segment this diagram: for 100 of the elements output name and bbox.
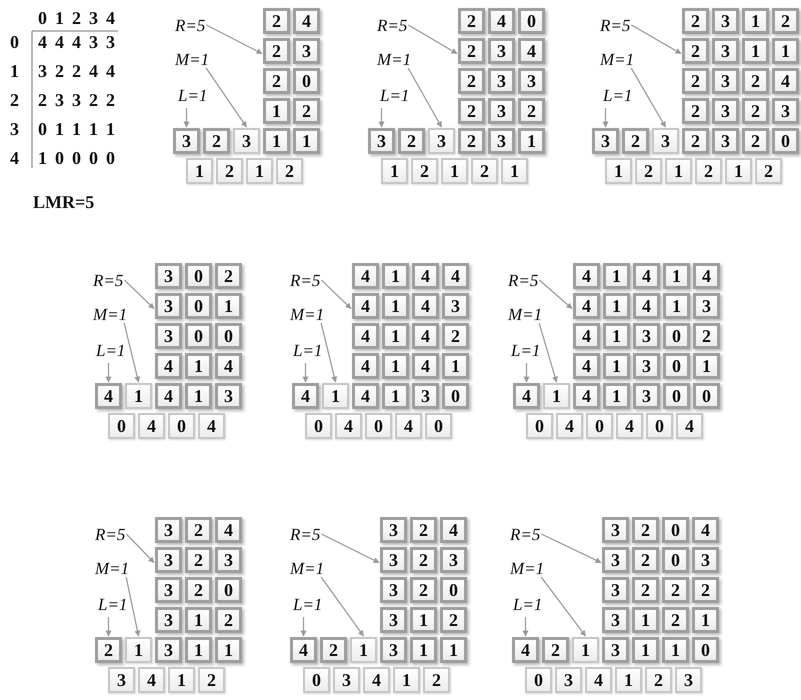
table-value: 2 [55,61,64,81]
number-tile: 4 [352,323,379,349]
number-tile: 4 [412,353,439,379]
number-tile: 2 [185,577,212,603]
number-tile: 2 [398,128,425,154]
number-tile: 3 [215,547,242,573]
arrow [630,68,666,128]
number-tile: 1 [263,128,290,154]
number-tile: 3 [592,128,619,154]
number-tile: 2 [542,637,569,663]
number-tile: 3 [428,128,455,154]
variable-label: R=5 [600,16,630,36]
number-tile: 1 [742,38,769,64]
number-tile: 4 [633,263,660,289]
number-tile: 0 [185,263,212,289]
number-tile: 0 [693,383,720,409]
table-value: 4 [89,61,98,81]
table-value: 2 [89,90,98,110]
number-tile: 4 [412,293,439,319]
number-tile: 2 [682,8,709,34]
number-tile: 1 [603,263,630,289]
variable-label: R=5 [175,16,206,36]
number-tile: 2 [682,68,709,94]
number-tile: 2 [632,517,659,543]
number-tile: 2 [693,323,720,349]
variable-label: M=1 [290,305,324,325]
number-tile: 4 [352,263,379,289]
variable-label: M=1 [377,50,412,70]
number-tile: 1 [293,128,320,154]
number-tile: 1 [772,38,799,64]
number-tile: 3 [442,293,469,319]
row-header: 0 [10,32,19,52]
number-tile: 3 [712,38,739,64]
number-tile: 0 [108,413,135,439]
arrow [124,322,140,383]
number-tile: 0 [293,68,320,94]
variable-label: M=1 [510,559,544,579]
number-tile: 3 [712,8,739,34]
number-tile: 1 [665,158,692,184]
number-tile: 3 [380,637,407,663]
column-header: 0 [38,8,47,28]
number-tile: 4 [335,413,362,439]
arrow [206,24,263,54]
number-tile: 1 [410,607,437,633]
number-tile: 1 [382,293,409,319]
number-tile: 4 [395,413,422,439]
number-tile: 3 [155,637,182,663]
number-tile: 4 [676,413,703,439]
number-tile: 3 [293,38,320,64]
number-tile: 1 [603,353,630,379]
number-tile: 3 [712,128,739,154]
number-tile: 0 [215,577,242,603]
number-tile: 3 [155,263,182,289]
number-tile: 4 [293,8,320,34]
number-tile: 3 [712,68,739,94]
number-tile: 4 [442,263,469,289]
number-tile: 0 [586,413,613,439]
number-tile: 1 [615,667,642,693]
arrow [124,280,154,310]
number-tile: 4 [292,383,319,409]
number-tile: 3 [692,547,719,573]
number-tile: 0 [646,413,673,439]
number-tile: 1 [442,353,469,379]
formula-label: LMR=5 [33,192,94,212]
number-tile: 1 [382,263,409,289]
number-tile: 2 [458,128,485,154]
arrow [408,68,442,128]
number-tile: 3 [155,293,182,319]
number-tile: 3 [488,128,515,154]
table-value: 3 [55,90,64,110]
number-tile: 1 [393,667,420,693]
table-value: 4 [106,61,115,81]
arrow [320,322,338,383]
number-tile: 4 [215,517,242,543]
number-tile: 1 [185,383,212,409]
number-tile: 3 [108,667,135,693]
variable-label: L=1 [511,341,540,361]
number-tile: 2 [632,577,659,603]
number-tile: 3 [633,353,660,379]
number-tile: 2 [635,158,662,184]
table-value: 0 [89,148,98,168]
number-tile: 1 [663,263,690,289]
number-tile: 2 [755,158,782,184]
arrow [541,533,602,564]
number-tile: 3 [380,517,407,543]
variable-label: M=1 [175,50,210,70]
number-tile: 0 [525,667,552,693]
number-tile: 4 [556,413,583,439]
number-tile: 3 [333,667,360,693]
arrow [538,280,572,310]
number-tile: 1 [381,158,408,184]
number-tile: 2 [682,38,709,64]
number-tile: 4 [488,8,515,34]
number-tile: 2 [440,607,467,633]
number-tile: 2 [742,128,769,154]
number-tile: 2 [772,8,799,34]
table-value: 2 [38,90,47,110]
arrow [302,363,308,383]
variable-label: R=5 [377,16,408,36]
arrow [106,617,112,637]
